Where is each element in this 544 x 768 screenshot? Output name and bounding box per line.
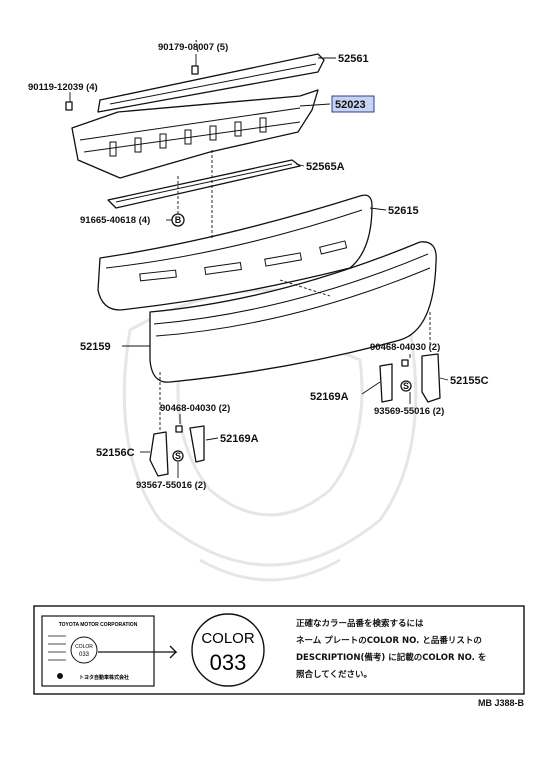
- callout-52156C: 52156C: [96, 447, 135, 459]
- callout-52159: 52159: [80, 341, 111, 353]
- callout-52155C: 52155C: [450, 375, 489, 387]
- plate-title: TOYOTA MOTOR CORPORATION: [59, 622, 138, 628]
- color-badge-label: COLOR: [201, 630, 255, 647]
- arrow-right-icon: [98, 645, 178, 659]
- left-clip-s-icon: S: [172, 450, 184, 462]
- plate-color-label: COLOR: [75, 644, 93, 650]
- svg-text:B: B: [175, 215, 182, 225]
- plate-color-code: 033: [79, 652, 90, 658]
- note-line-4: 照合してください。: [296, 669, 372, 680]
- bolt-icon: [65, 65, 199, 111]
- left-nut-icon: [175, 425, 183, 433]
- callout-52169A-right: 52169A: [310, 391, 349, 403]
- callout-52561: 52561: [338, 53, 369, 65]
- color-badge-code: 033: [210, 650, 247, 675]
- callout-93569-55016: 93569-55016 (2): [374, 406, 444, 417]
- note-line-3: DESCRIPTION(備考) に記載のCOLOR NO. を: [296, 652, 486, 663]
- rear-bumper: [149, 241, 437, 383]
- clip-b-icon: B: [171, 213, 185, 227]
- seal-strip: [107, 159, 301, 209]
- callout-52565A: 52565A: [306, 161, 345, 173]
- right-nut-icon: [401, 359, 409, 367]
- bumper-reinforcement: [71, 89, 319, 179]
- color-note-box: TOYOTA MOTOR CORPORATION COLOR 033 トヨタ自動…: [33, 605, 525, 695]
- note-line-2: ネーム プレートのCOLOR NO. と品番リストの: [296, 635, 482, 646]
- color-badge: COLOR 033: [191, 613, 265, 687]
- right-bracket: [379, 353, 441, 403]
- plate-footer: トヨタ自動車株式会社: [79, 674, 129, 681]
- callout-90179-08007: 90179-08007 (5): [158, 42, 228, 53]
- callout-90119-12039: 90119-12039 (4): [28, 82, 98, 93]
- callout-93567-55016: 93567-55016 (2): [136, 480, 206, 491]
- callout-52169A-left: 52169A: [220, 433, 259, 445]
- assembly-dashed-lines: [159, 39, 431, 432]
- callout-52023: 52023: [335, 99, 366, 111]
- left-bracket: [149, 425, 205, 477]
- bumper-cover: [97, 194, 373, 311]
- callout-52615: 52615: [388, 205, 419, 217]
- callout-52023-highlight: [331, 95, 375, 113]
- svg-text:S: S: [175, 451, 181, 461]
- name-plate: TOYOTA MOTOR CORPORATION COLOR 033 トヨタ自動…: [41, 615, 155, 687]
- retainer-strip: [97, 53, 325, 113]
- diagram-reference: MB J388-B: [478, 698, 525, 708]
- leader-lines: [69, 54, 449, 478]
- callout-90468-04030-left: 90468-04030 (2): [160, 403, 230, 414]
- callout-91665-40618: 91665-40618 (4): [80, 215, 150, 226]
- right-clip-s-icon: S: [400, 380, 412, 392]
- svg-text:S: S: [403, 381, 409, 391]
- note-line-1: 正確なカラー品番を検索するには: [296, 618, 424, 629]
- callout-90468-04030-right: 90468-04030 (2): [370, 342, 440, 353]
- reinforcement-slots: [109, 117, 267, 157]
